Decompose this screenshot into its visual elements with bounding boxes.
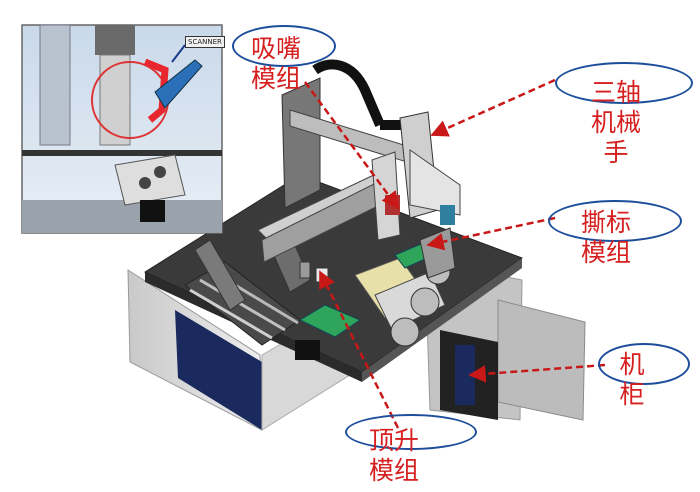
peel-label-line1: 撕标 — [580, 208, 631, 237]
robot-label: 三轴 机械 手 — [584, 78, 648, 168]
cabinet-label: 机 柜 — [612, 350, 652, 410]
robot-label-line3: 手 — [603, 138, 629, 167]
three-axis-robot — [257, 59, 461, 263]
robot-label-line2: 机械 — [590, 108, 641, 137]
peel-label-line2: 模组 — [580, 238, 631, 267]
inset-detail — [21, 24, 223, 234]
lift-ellipse — [345, 414, 477, 450]
cabinet-ellipse — [598, 343, 690, 385]
peel-ellipse — [548, 200, 682, 242]
arrow-cabinet — [468, 363, 606, 383]
suction-label-line2: 模组 — [250, 64, 301, 93]
scanner-tag: SCANNER — [185, 36, 225, 48]
suction-label-line1: 吸嘴 — [250, 34, 301, 63]
lift-label-line1: 顶升 — [368, 426, 419, 455]
callout-arrows — [303, 78, 606, 429]
cabinet-label-line2: 柜 — [619, 380, 645, 409]
robot-ellipse — [555, 62, 693, 104]
cabinet-label-line1: 机 — [619, 350, 645, 379]
arrow-lift — [318, 270, 400, 429]
arrow-robot — [430, 78, 556, 137]
lift-module-label: 顶升 模组 — [362, 426, 426, 486]
lift-module — [184, 221, 362, 360]
robot-label-line1: 三轴 — [590, 78, 641, 107]
arrow-suction — [303, 81, 400, 210]
peel-module-label: 撕标 模组 — [574, 208, 638, 268]
lift-label-line2: 模组 — [368, 456, 419, 485]
suction-ellipse — [232, 25, 336, 67]
suction-module-label: 吸嘴 模组 — [244, 34, 308, 94]
